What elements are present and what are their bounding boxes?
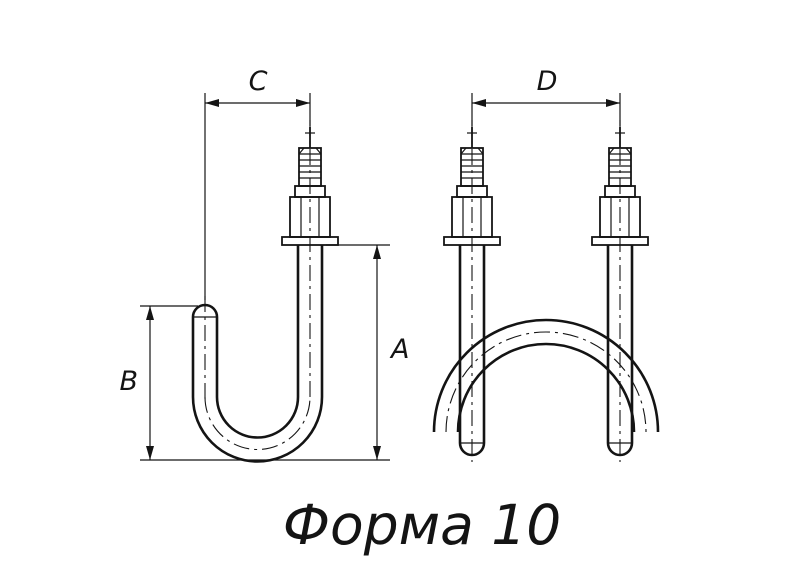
tube-end-cap <box>458 442 486 457</box>
dim-label-c: C <box>249 66 268 97</box>
terminal-stud <box>591 126 649 246</box>
dim-label-d: D <box>537 66 558 97</box>
tube-end-cap <box>606 442 634 457</box>
dimension-c: C <box>204 66 311 300</box>
form-caption: Форма 10 <box>283 493 562 557</box>
dim-label-b: B <box>119 366 138 397</box>
terminal-stud <box>443 126 501 246</box>
centerline-arch <box>445 331 647 433</box>
dimension-d: D <box>471 66 621 126</box>
front-view-j-shape: C A B <box>119 66 409 463</box>
bend-outer <box>191 396 324 463</box>
arch-outer <box>432 318 660 433</box>
dim-label-a: A <box>389 334 409 365</box>
tube-end-cap <box>191 303 219 318</box>
arch-inner <box>456 342 636 433</box>
terminal-stud <box>281 126 339 246</box>
bend-inner <box>215 396 300 439</box>
dimension-b: B <box>119 305 198 460</box>
centerline-bend <box>204 396 311 451</box>
dimension-a: A <box>140 244 409 461</box>
side-view-u-bend: D <box>432 66 660 462</box>
